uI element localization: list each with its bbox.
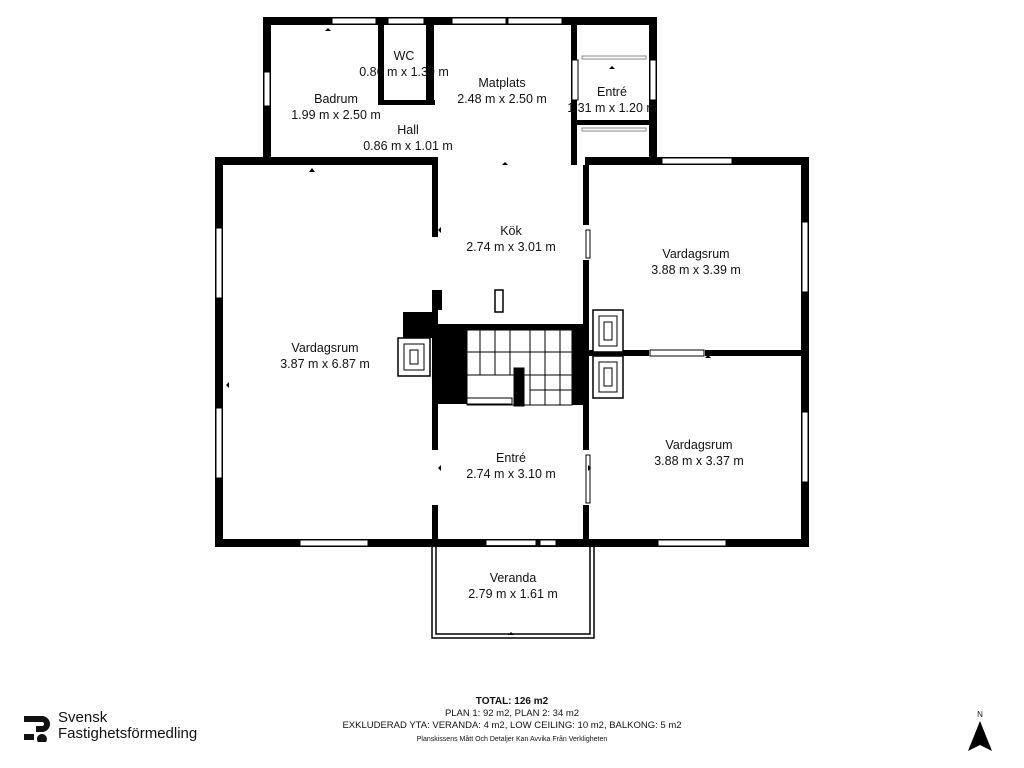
area-summary: TOTAL: 126 m2 PLAN 1: 92 m2, PLAN 2: 34 … <box>300 696 724 746</box>
windows <box>215 17 809 547</box>
north-arrow-icon <box>968 721 992 751</box>
brand-wordmark: Svensk Fastighetsförmedling <box>58 710 197 742</box>
door-openings <box>466 55 705 547</box>
brand-line-1: Svensk <box>58 709 108 726</box>
room-dims-vardagsrum-lower-right: 3.88 m x 3.37 m <box>654 454 744 468</box>
chimney-block <box>403 312 435 338</box>
room-dims-wc: 0.86 m x 1.39 m <box>359 65 449 79</box>
plan-areas: PLAN 1: 92 m2, PLAN 2: 34 m2 <box>444 708 580 719</box>
room-name-entre-small: Entré <box>597 85 627 99</box>
room-dims-entre-small: 1.31 m x 1.20 m <box>567 101 657 115</box>
room-name-badrum: Badrum <box>314 92 358 106</box>
room-name-wc: WC <box>394 49 415 63</box>
room-name-vardagsrum-left: Vardagsrum <box>291 341 358 355</box>
brand-logo: Svensk Fastighetsförmedling <box>22 710 197 742</box>
room-dims-vardagsrum-left: 3.87 m x 6.87 m <box>280 357 370 371</box>
room-dims-veranda: 2.79 m x 1.61 m <box>468 587 558 601</box>
fireplace-lower-right <box>592 355 624 399</box>
fireplaces <box>397 289 624 404</box>
room-dims-entre-main: 2.74 m x 3.10 m <box>466 467 556 481</box>
room-name-vardagsrum-upper-right: Vardagsrum <box>662 247 729 261</box>
room-name-veranda: Veranda <box>490 571 537 585</box>
staircase <box>466 329 573 407</box>
room-name-hall: Hall <box>397 123 419 137</box>
room-name-kok: Kök <box>500 224 522 238</box>
total-area: TOTAL: 126 m2 <box>475 696 549 707</box>
brand-mark-icon <box>24 716 50 742</box>
room-name-vardagsrum-lower-right: Vardagsrum <box>665 438 732 452</box>
room-dims-vardagsrum-upper-right: 3.88 m x 3.39 m <box>651 263 741 277</box>
room-labels: Badrum 1.99 m x 2.50 m WC 0.86 m x 1.39 … <box>280 49 744 601</box>
chimney-core <box>433 324 467 404</box>
brand-line-2: Fastighetsförmedling <box>58 725 198 742</box>
room-dims-kok: 2.74 m x 3.01 m <box>466 240 556 254</box>
excluded-areas: EXKLUDERAD YTA: VERANDA: 4 m2, LOW CEILI… <box>342 720 682 731</box>
room-name-entre-main: Entré <box>496 451 526 465</box>
room-dims-hall: 0.86 m x 1.01 m <box>363 139 453 153</box>
room-dims-badrum: 1.99 m x 2.50 m <box>291 108 381 122</box>
floor-plan: Badrum 1.99 m x 2.50 m WC 0.86 m x 1.39 … <box>215 17 809 639</box>
disclaimer: Planskissens Mått Och Detaljer Kan Avvik… <box>416 736 608 743</box>
room-name-matplats: Matplats <box>478 76 525 90</box>
north-compass: N <box>966 710 994 758</box>
room-dims-matplats: 2.48 m x 2.50 m <box>457 92 547 106</box>
compass-label: N <box>977 710 983 719</box>
fireplace-upper-right <box>592 309 624 353</box>
opening-markers <box>226 28 711 635</box>
